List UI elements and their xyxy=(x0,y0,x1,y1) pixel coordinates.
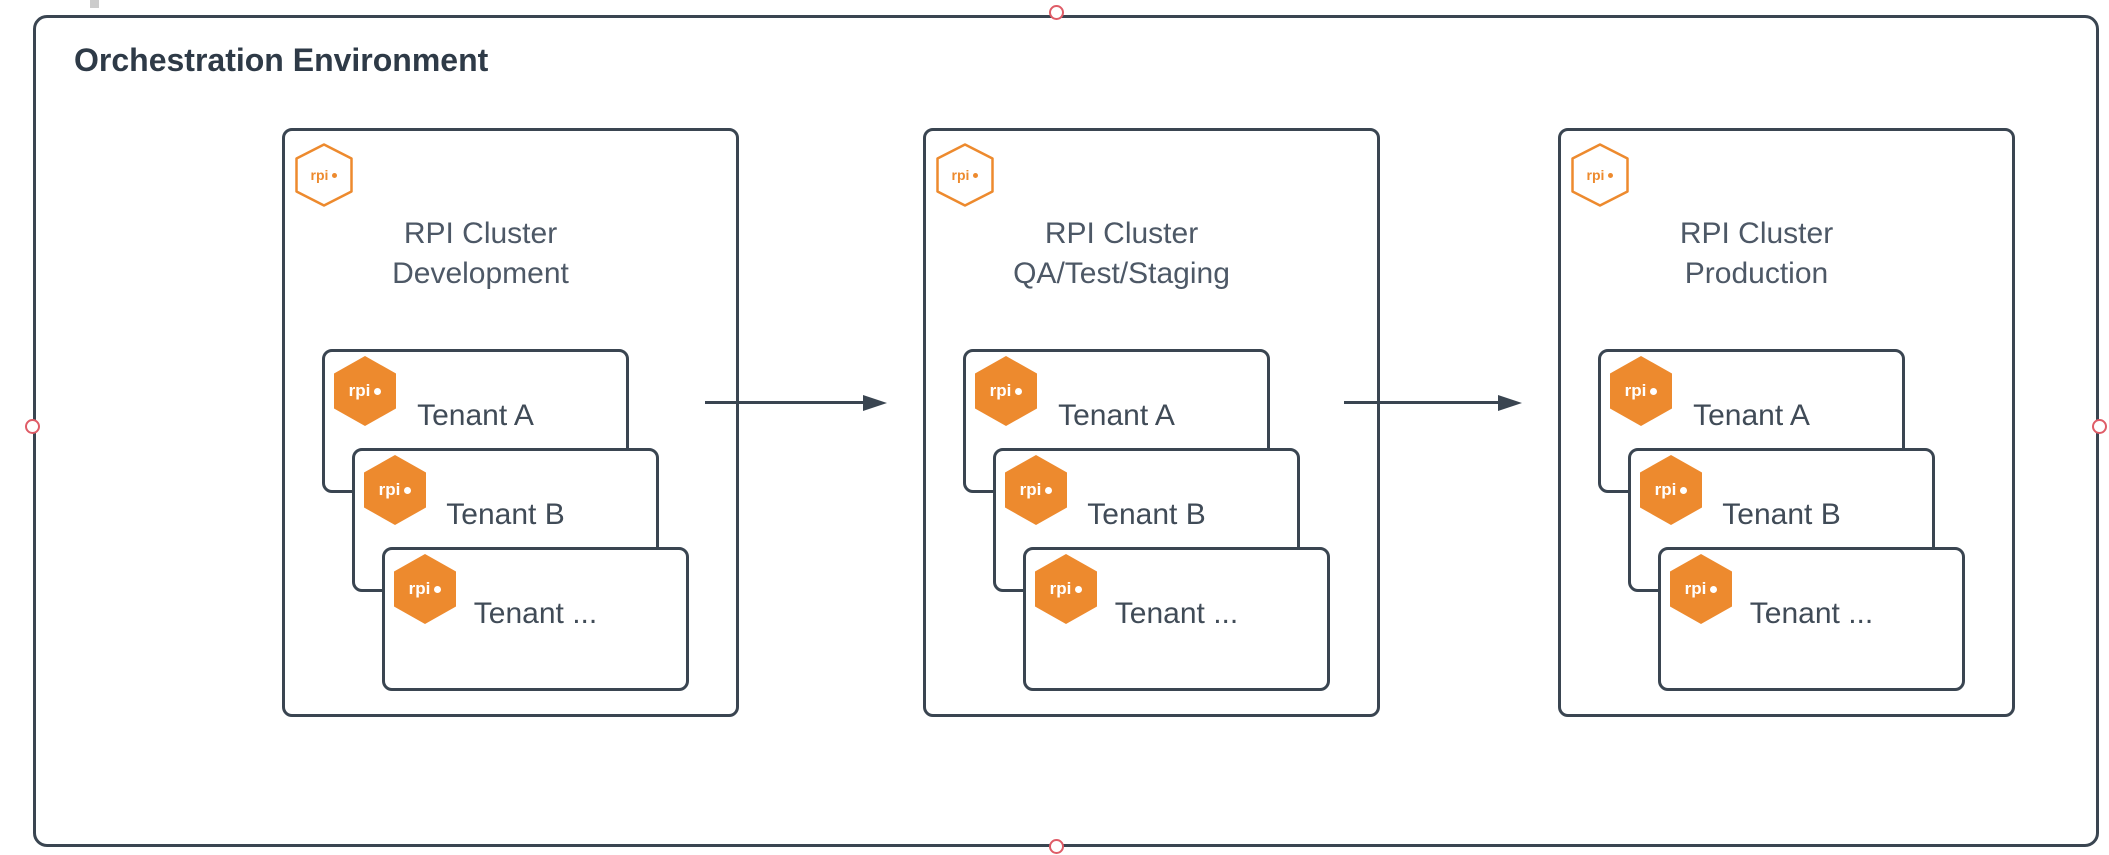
logo-dot xyxy=(1650,387,1658,395)
rpi-tenant-icon: rpi xyxy=(394,554,456,624)
orchestration-environment-container[interactable]: Orchestration Environment rpi RPI Cluste… xyxy=(33,15,2099,847)
tenant-label: Tenant B xyxy=(1087,498,1206,531)
cluster-title: RPI Cluster QA/Test/Staging xyxy=(896,214,1347,294)
logo-dot xyxy=(434,585,442,593)
cluster-development[interactable]: rpi RPI Cluster Development rpi Tenant A xyxy=(282,128,739,717)
rpi-logo-label: rpi xyxy=(936,143,994,207)
cluster-title-line2: Development xyxy=(392,257,569,290)
tenant-card[interactable]: rpi Tenant ... xyxy=(382,547,689,691)
tenant-label: Tenant A xyxy=(417,399,534,432)
cluster-title-line1: RPI Cluster xyxy=(1044,217,1199,250)
tenant-label: Tenant ... xyxy=(1749,597,1874,630)
rpi-tenant-icon: rpi xyxy=(1610,356,1672,426)
cluster-production[interactable]: rpi RPI Cluster Production rpi Tenant A xyxy=(1558,128,2015,717)
rpi-tenant-icon: rpi xyxy=(975,356,1037,426)
logo-dot xyxy=(332,172,338,178)
selection-handle-top[interactable] xyxy=(1049,5,1064,20)
logo-dot xyxy=(1015,387,1023,395)
rpi-logo-label: rpi xyxy=(295,143,353,207)
rpi-logo-icon: rpi xyxy=(1571,143,1629,207)
logo-dot xyxy=(1608,172,1614,178)
arrow-dev-to-qa[interactable] xyxy=(705,401,863,404)
tenant-label: Tenant A xyxy=(1693,399,1810,432)
rpi-logo-label: rpi xyxy=(1035,554,1097,624)
rpi-logo-icon: rpi xyxy=(936,143,994,207)
rpi-logo-label: rpi xyxy=(1005,455,1067,525)
logo-dot xyxy=(1075,585,1083,593)
rpi-tenant-icon: rpi xyxy=(1035,554,1097,624)
rpi-logo-label: rpi xyxy=(334,356,396,426)
cluster-title-line2: Production xyxy=(1684,257,1829,290)
rpi-tenant-icon: rpi xyxy=(1640,455,1702,525)
cluster-title-line1: RPI Cluster xyxy=(1679,217,1834,250)
tenant-label: Tenant B xyxy=(1722,498,1841,531)
logo-dot xyxy=(973,172,979,178)
tenant-label: Tenant A xyxy=(1058,399,1175,432)
selection-handle-bottom[interactable] xyxy=(1049,839,1064,854)
cluster-title-line2: QA/Test/Staging xyxy=(1013,257,1230,290)
tenant-label: Tenant ... xyxy=(1114,597,1239,630)
arrowhead-icon xyxy=(1498,395,1522,411)
logo-dot xyxy=(1680,486,1688,494)
rpi-tenant-icon: rpi xyxy=(1005,455,1067,525)
rpi-logo-label: rpi xyxy=(1571,143,1629,207)
rpi-logo-label: rpi xyxy=(1640,455,1702,525)
arrow-qa-to-prod[interactable] xyxy=(1344,401,1498,404)
rpi-logo-label: rpi xyxy=(394,554,456,624)
selection-handle-left[interactable] xyxy=(25,419,40,434)
canvas-edge-mark xyxy=(90,0,99,8)
rpi-logo-icon: rpi xyxy=(295,143,353,207)
tenant-label: Tenant ... xyxy=(473,597,598,630)
rpi-tenant-icon: rpi xyxy=(334,356,396,426)
tenant-card[interactable]: rpi Tenant ... xyxy=(1658,547,1965,691)
tenant-card[interactable]: rpi Tenant ... xyxy=(1023,547,1330,691)
cluster-title: RPI Cluster Development xyxy=(255,214,706,294)
rpi-tenant-icon: rpi xyxy=(1670,554,1732,624)
arrowhead-icon xyxy=(863,395,887,411)
cluster-title: RPI Cluster Production xyxy=(1531,214,1982,294)
selection-handle-right[interactable] xyxy=(2092,419,2107,434)
page-title: Orchestration Environment xyxy=(74,42,489,78)
tenant-label: Tenant B xyxy=(446,498,565,531)
logo-dot xyxy=(404,486,412,494)
cluster-title-line1: RPI Cluster xyxy=(403,217,558,250)
logo-dot xyxy=(1710,585,1718,593)
logo-dot xyxy=(374,387,382,395)
rpi-tenant-icon: rpi xyxy=(364,455,426,525)
rpi-logo-label: rpi xyxy=(364,455,426,525)
logo-dot xyxy=(1045,486,1053,494)
cluster-qa-test-staging[interactable]: rpi RPI Cluster QA/Test/Staging rpi Tena… xyxy=(923,128,1380,717)
rpi-logo-label: rpi xyxy=(975,356,1037,426)
rpi-logo-label: rpi xyxy=(1670,554,1732,624)
rpi-logo-label: rpi xyxy=(1610,356,1672,426)
